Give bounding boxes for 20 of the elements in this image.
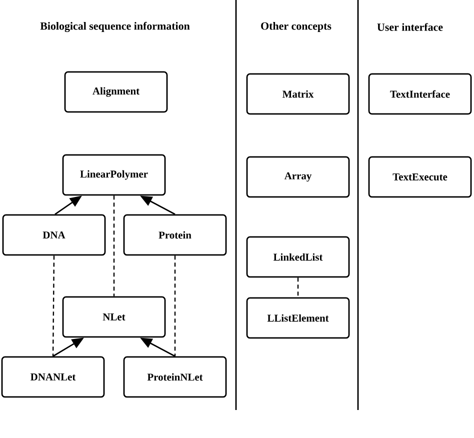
connector-line [52,256,55,356]
class-box: ProteinNLet [123,356,227,398]
class-box: Protein [123,214,227,256]
class-box: Array [246,156,350,198]
class-box: DNA [2,214,106,256]
class-box: Matrix [246,73,350,115]
column-heading: User interface [377,23,443,31]
connector-line [297,278,299,298]
class-box: TextExecute [368,156,472,198]
class-box: DNANLet [1,356,105,398]
class-box: LinkedList [246,236,350,278]
column-heading: Other concepts [261,22,332,32]
column-heading: Biological sequence information [40,22,190,32]
connector-line [113,196,115,296]
class-box: Alignment [64,71,168,113]
connector-line [174,256,176,356]
class-box: NLet [62,296,166,338]
class-box: LListElement [246,297,350,339]
class-box: LinearPolymer [62,154,166,196]
class-box: TextInterface [368,73,472,115]
